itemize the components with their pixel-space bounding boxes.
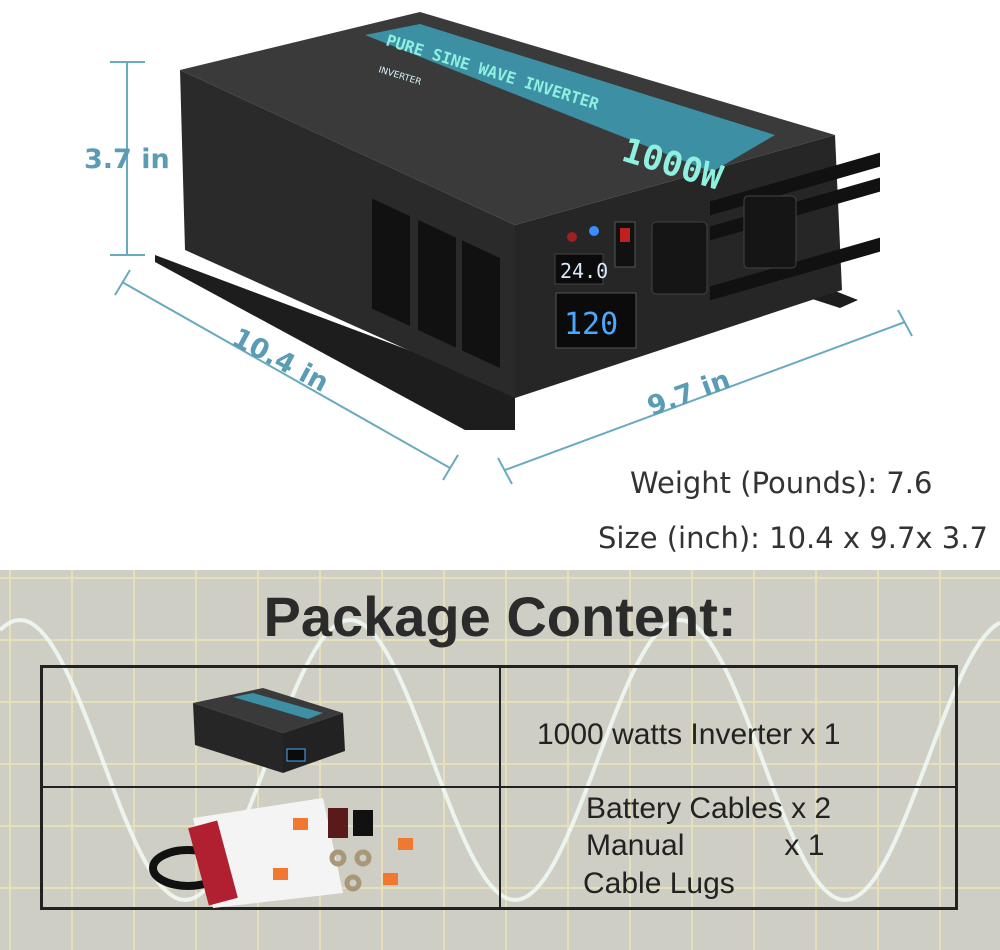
ac-outlet-1	[651, 221, 708, 295]
input-voltage-display: 24.0	[560, 259, 608, 283]
height-dimension-label: 3.7 in	[84, 144, 170, 175]
inverter-illustration: PURE SINE WAVE INVERTER INVERTER 1000W 2…	[110, 12, 913, 485]
ac-outlet-2	[743, 195, 797, 269]
package-item-inverter: 1000 watts Inverter x 1	[537, 718, 841, 751]
size-spec: Size (inch): 10.4 x 9.7x 3.7	[598, 521, 988, 555]
product-label	[365, 24, 775, 172]
inverter-photo	[193, 688, 345, 773]
oscilloscope-background	[0, 570, 1000, 950]
side-vents	[372, 198, 500, 369]
accessories-photo	[149, 798, 413, 908]
package-item-battery-cables: Battery Cables x 2	[586, 792, 832, 825]
weight-spec: Weight (Pounds): 7.6	[630, 466, 933, 500]
power-led-icon	[567, 232, 577, 242]
package-item-manual: Manual x 1	[586, 829, 825, 862]
dimension-lines	[110, 61, 913, 485]
package-content-panel: Package Content: 1000 watts Inverter x 1…	[0, 570, 1000, 950]
package-item-cable-lugs: Cable Lugs	[583, 867, 735, 900]
output-voltage-display: 120	[564, 307, 618, 342]
package-title: Package Content:	[263, 585, 737, 648]
package-table: 1000 watts Inverter x 1 Battery Cables x…	[40, 665, 958, 910]
product-dimensions-panel: PURE SINE WAVE INVERTER INVERTER 1000W 2…	[84, 12, 988, 555]
status-led-icon	[589, 226, 599, 236]
